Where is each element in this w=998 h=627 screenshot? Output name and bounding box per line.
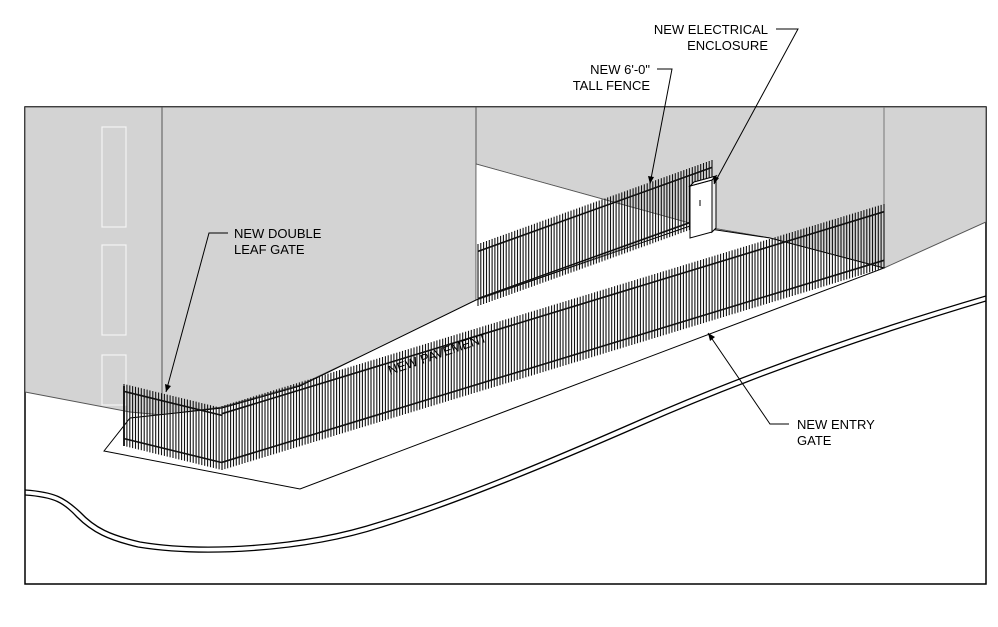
fence-leader [649,68,673,185]
double-gate-arrow [165,384,171,392]
fence-rail [123,390,223,417]
electrical-leader [713,28,799,185]
fence-rail [477,213,713,300]
fence-left [123,384,223,470]
curb-line-inner [25,300,986,553]
double-gate-label-line2: LEAF GATE [234,242,305,257]
fence-label-line2: TALL FENCE [573,78,651,93]
electrical-enclosure [688,174,718,239]
window [101,126,127,228]
entry-gate-label-line1: NEW ENTRY [797,417,875,432]
fence-rail [221,259,885,464]
electrical-label-line2: ENCLOSURE [687,38,768,53]
entry-gate-leader [707,332,789,425]
building-left [25,107,163,416]
double-gate-label-line1: NEW DOUBLE [234,226,322,241]
entry-gate-arrow [708,333,715,341]
window [101,354,127,406]
fence-front [221,204,885,470]
double-gate-leader [165,232,228,393]
electrical-arrow [713,176,719,184]
fence-rail [221,210,885,415]
entry-gate-label-line2: GATE [797,433,832,448]
electrical-label-line1: NEW ELECTRICAL [654,22,768,37]
fence-label-line1: NEW 6'-0" [590,62,650,77]
fence-rail [123,437,223,464]
fence-arrow [648,176,654,184]
window [101,244,127,336]
fence-rail [477,166,713,253]
curb-line [25,295,986,548]
